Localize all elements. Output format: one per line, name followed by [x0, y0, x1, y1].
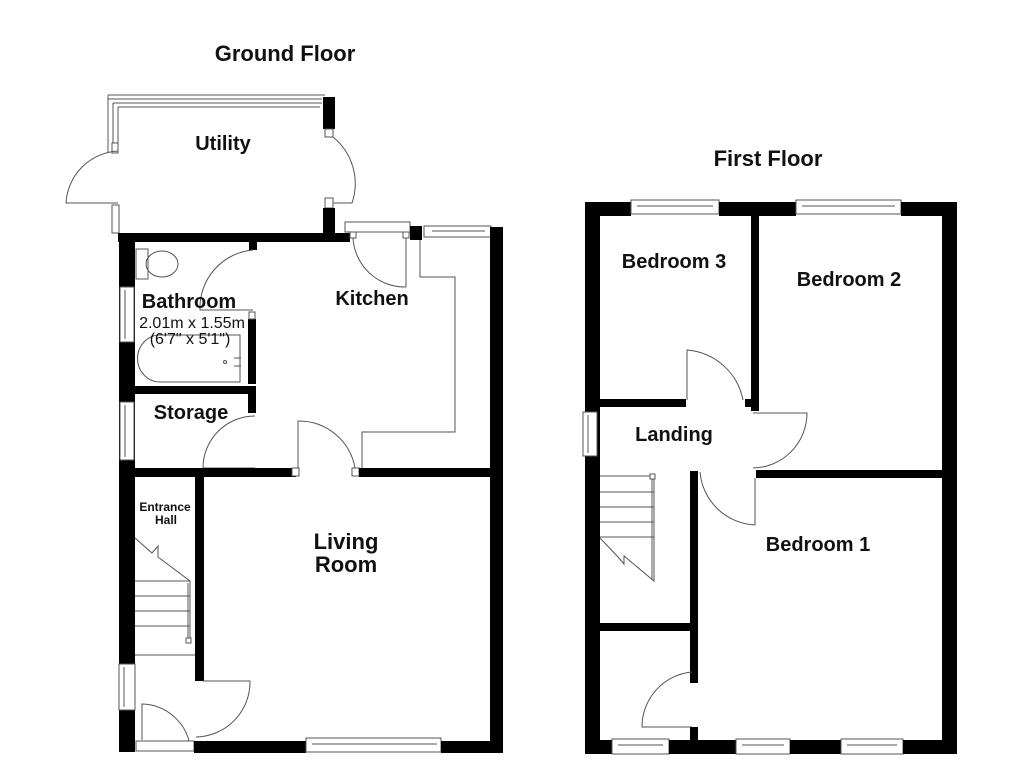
wall-segment [134, 468, 296, 477]
first-floor: First Floor [582, 146, 957, 755]
front-door-frame [135, 740, 195, 752]
door-jamb [351, 467, 360, 477]
newel-post [185, 637, 192, 644]
bathroom: Bathroom 2.01m x 1.55m (6'7" x 5'1") [119, 248, 256, 384]
wall-segment [598, 399, 686, 407]
wall-segment [323, 208, 335, 238]
wall-segment [719, 202, 796, 216]
utility-window-frame [107, 94, 325, 152]
wall-segment [790, 740, 841, 754]
door-jamb [291, 467, 300, 477]
bedroom1-window-right [840, 738, 904, 755]
utility-right-door-icon [332, 136, 356, 204]
toilet-bowl-icon [145, 250, 179, 278]
bath-tub-icon [137, 334, 241, 383]
toilet-cistern-icon [135, 248, 149, 280]
exterior-wall-left [119, 240, 135, 752]
hall-partition-wall [195, 476, 204, 681]
bathroom-dimensions-metric: 2.01m x 1.55m [139, 315, 245, 332]
door-jamb [248, 311, 256, 320]
utility-left-door-icon [65, 150, 119, 204]
utility-room: Utility [65, 94, 356, 238]
wall-segment [903, 740, 957, 754]
storage-door-icon [202, 415, 256, 469]
room-label-landing: Landing [635, 424, 713, 446]
door-jamb [349, 231, 357, 239]
wall-segment [690, 471, 698, 683]
living-room-door-icon [297, 420, 356, 469]
wall-segment [248, 386, 256, 413]
bedroom2-door-icon [752, 412, 808, 469]
wall-segment [118, 233, 350, 242]
door-jamb [111, 142, 119, 154]
cupboard-window [611, 738, 670, 755]
bedroom1-door-icon [699, 471, 756, 526]
room-label-bathroom: Bathroom [142, 291, 236, 313]
utility-left-window [111, 204, 120, 234]
kitchen-worktop [361, 240, 456, 470]
wall-segment [745, 399, 753, 407]
room-label-living-line2: Room [315, 552, 377, 577]
hall-window [118, 663, 136, 711]
bathroom-window [119, 286, 135, 343]
bedroom3-door-icon [686, 349, 744, 401]
wall-segment [669, 740, 736, 754]
wall-segment [134, 386, 256, 394]
stairs-outline [134, 537, 191, 642]
wall-segment [690, 727, 698, 741]
door-jamb [324, 128, 334, 138]
wall-segment [248, 319, 256, 384]
wall-segment [359, 468, 494, 477]
first-floor-stairs [599, 473, 656, 583]
bathroom-door-icon [199, 249, 254, 311]
bedroom1-window-left [735, 738, 791, 755]
wall-segment [751, 214, 759, 411]
bathroom-dimensions-imperial: (6'7" x 5'1") [150, 331, 231, 348]
storage-window [119, 401, 135, 461]
ground-floor-title: Ground Floor [215, 41, 356, 66]
ground-floor-stairs [134, 537, 195, 656]
room-label-storage: Storage [154, 402, 228, 424]
exterior-wall-right [490, 227, 503, 753]
bath-drain-icon [223, 360, 227, 364]
room-label-bedroom-2: Bedroom 2 [797, 269, 901, 291]
exterior-wall-right [942, 202, 957, 754]
front-door-icon [141, 703, 191, 746]
room-label-bedroom-3: Bedroom 3 [622, 251, 726, 273]
bedroom2-window [795, 199, 902, 215]
kitchen-back-door-icon [352, 237, 407, 288]
room-label-entrance-hall-line1: Entrance [139, 500, 191, 514]
hall-inner-door-icon [195, 680, 251, 738]
door-jamb [402, 231, 410, 239]
landing-window [582, 411, 598, 457]
kitchen-back-door-frame [344, 221, 411, 233]
wall-segment [194, 741, 306, 753]
first-floor-title: First Floor [714, 146, 823, 171]
wall-segment [323, 97, 335, 129]
door-jamb [324, 197, 334, 209]
wall-segment [756, 470, 944, 478]
room-label-kitchen: Kitchen [335, 288, 408, 310]
room-label-bedroom-1: Bedroom 1 [766, 534, 870, 556]
room-label-utility: Utility [195, 133, 251, 155]
storage: Storage [119, 401, 256, 469]
ground-floor: Ground Floor Utility [65, 41, 503, 753]
wall-segment [441, 741, 503, 753]
cupboard-door-icon [641, 671, 693, 728]
wall-segment [249, 240, 257, 250]
newel-post [649, 473, 656, 480]
bedroom3-window [630, 199, 720, 215]
wall-segment [585, 740, 612, 754]
room-label-living-line1: Living [314, 529, 379, 554]
living-room-window [305, 737, 442, 753]
wall-segment [410, 226, 422, 240]
room-label-entrance-hall-line2: Hall [155, 513, 177, 527]
exterior-wall-left [585, 202, 600, 754]
wall-segment [598, 623, 692, 631]
